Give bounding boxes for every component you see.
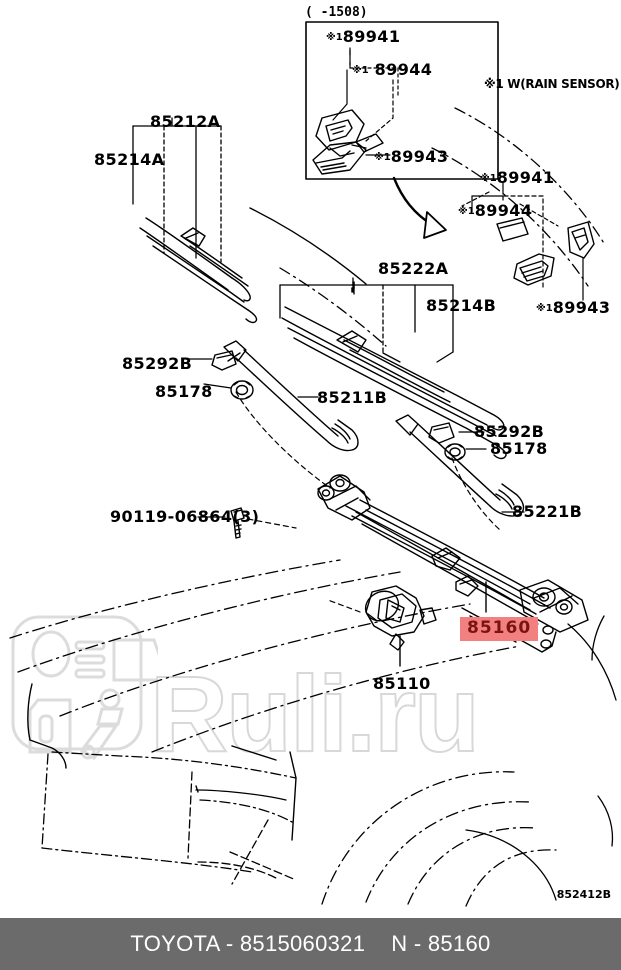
label-85214B: 85214B: [426, 296, 497, 315]
star-marker-icon: ※1: [458, 206, 475, 217]
label-85292B-right: 85292B: [474, 422, 545, 441]
caption-node-part: N - 85160: [391, 931, 491, 956]
label-85178-left: 85178: [155, 382, 213, 401]
label-85212A: 85212A: [150, 112, 221, 131]
label-89944-inset: ※1 89944: [352, 60, 433, 79]
label-85160-highlighted: 85160: [460, 617, 539, 641]
star-marker-icon: ※1: [374, 152, 391, 163]
label-89941-right: ※189941: [480, 168, 555, 187]
label-85221B: 85221B: [512, 502, 583, 521]
caption-bar: TOYOTA - 8515060321 N - 85160: [0, 918, 621, 970]
diagram-code: 852412B: [556, 888, 611, 901]
label-85292B-left: 85292B: [122, 354, 193, 373]
label-89941-inset: ※189941: [326, 27, 401, 46]
rain-sensor-note: ※1 W(RAIN SENSOR): [484, 77, 620, 91]
caption-brand-part: TOYOTA - 8515060321: [130, 931, 366, 956]
star-marker-icon: ※1: [326, 32, 343, 43]
label-85214A: 85214A: [94, 150, 165, 169]
label-89944-right: ※189944: [458, 201, 533, 220]
label-90119-06864: 90119-06864(3): [110, 507, 260, 526]
star-marker-icon: ※1: [352, 65, 369, 76]
star-marker-icon: ※1: [480, 173, 497, 184]
label-89943-inset: ※189943: [374, 147, 449, 166]
label-85211B: 85211B: [317, 388, 388, 407]
star-marker-icon: ※1: [536, 303, 553, 314]
label-89943-right: ※189943: [536, 298, 611, 317]
label-85222A: 85222A: [378, 259, 449, 278]
inset-header: ( -1508): [305, 5, 368, 20]
label-85178-right: 85178: [490, 439, 548, 458]
label-85110: 85110: [373, 674, 431, 693]
